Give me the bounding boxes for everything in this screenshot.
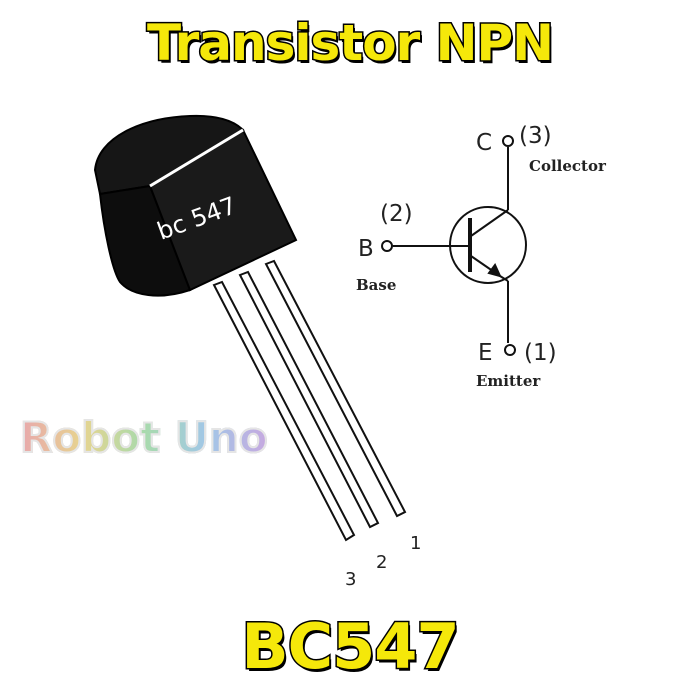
lead-1 <box>264 259 407 518</box>
transistor-package: bc 547 <box>93 114 298 297</box>
base-letter: B <box>358 236 374 262</box>
package-highlight <box>149 128 244 188</box>
npn-symbol <box>381 135 527 356</box>
base-terminal <box>381 240 393 252</box>
part-number: BC547 <box>240 609 461 685</box>
collector-name: Collector <box>529 157 607 175</box>
package-top <box>93 114 245 196</box>
base-number: (2) <box>380 201 413 227</box>
collector-terminal <box>502 135 514 147</box>
collector-diagonal <box>470 209 509 237</box>
emitter-name: Emitter <box>476 372 541 390</box>
emitter-letter: E <box>478 340 493 366</box>
emitter-number: (1) <box>524 340 557 366</box>
lead-3 <box>212 280 356 542</box>
base-name: Base <box>356 276 396 294</box>
leg-number-1: 1 <box>410 533 421 554</box>
title: Transistor NPN <box>146 13 556 74</box>
package-curved-side <box>98 184 192 297</box>
transistor-leads <box>212 259 407 542</box>
emitter-arrow <box>487 263 502 278</box>
lead-2 <box>238 270 380 529</box>
leg-number-2: 2 <box>376 552 387 573</box>
emitter-terminal <box>504 344 516 356</box>
emitter-join <box>499 275 509 282</box>
leg-number-3: 3 <box>345 569 356 590</box>
watermark: Robot Uno <box>19 412 269 463</box>
collector-number: (3) <box>519 123 552 149</box>
collector-letter: C <box>476 130 492 156</box>
